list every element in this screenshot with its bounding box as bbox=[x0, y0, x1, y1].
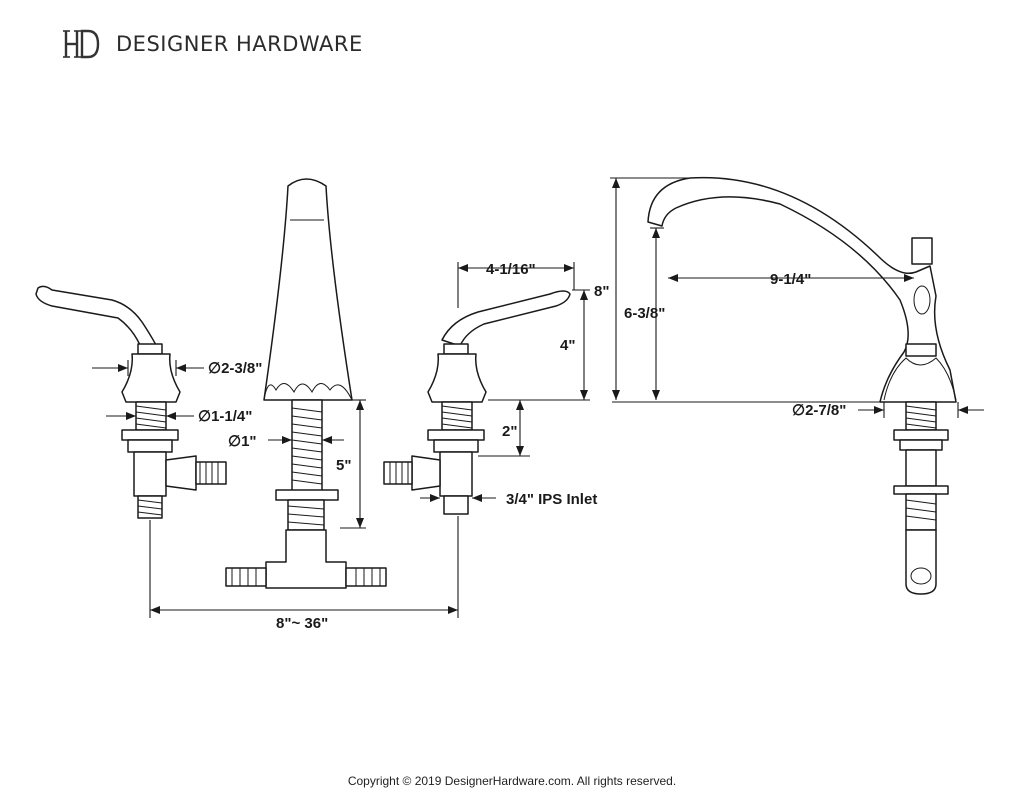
dimension-lines bbox=[92, 177, 984, 618]
dim-shank-length-spout: 5" bbox=[336, 457, 351, 474]
left-handle-base bbox=[121, 353, 181, 403]
side-inlet-elbow bbox=[905, 529, 937, 595]
right-handle-valve bbox=[383, 290, 571, 515]
side-spout-cap bbox=[911, 237, 933, 265]
spout-side-view bbox=[647, 176, 957, 595]
dim-stem-diameter: ∅1-1/4" bbox=[198, 408, 252, 425]
copyright-footer: Copyright © 2019 DesignerHardware.com. A… bbox=[347, 774, 677, 788]
dim-lever-diameter: ∅2-3/8" bbox=[208, 360, 262, 377]
left-handle-valve bbox=[35, 285, 227, 519]
right-side-fitting bbox=[411, 455, 441, 491]
spout-tee-connector bbox=[265, 529, 347, 589]
dim-spout-height-total: 8" bbox=[594, 283, 609, 300]
dim-spout-base-diameter: ∅2-7/8" bbox=[792, 402, 846, 419]
dim-handle-height: 4" bbox=[560, 337, 575, 354]
hd-monogram-icon bbox=[63, 29, 100, 59]
dim-inlet: 3/4" IPS Inlet bbox=[506, 491, 597, 508]
side-threaded-shank bbox=[905, 401, 937, 431]
spout-threaded-shank bbox=[291, 399, 323, 493]
side-spout-arc bbox=[647, 176, 957, 403]
left-lever-handle bbox=[35, 285, 157, 346]
dim-shank-diameter: ∅1" bbox=[228, 433, 257, 450]
dim-spout-reach: 9-1/4" bbox=[770, 271, 811, 288]
center-spout-front bbox=[225, 178, 387, 589]
right-lever-handle bbox=[441, 290, 571, 347]
right-handle-base bbox=[427, 353, 487, 403]
dim-spout-height-outlet: 6-3/8" bbox=[624, 305, 665, 322]
dim-deck-width: 8"~ 36" bbox=[276, 615, 328, 632]
brand-header: DESIGNER HARDWARE bbox=[62, 24, 363, 64]
spout-body bbox=[263, 178, 353, 401]
brand-name: DESIGNER HARDWARE bbox=[116, 32, 363, 56]
dim-shank-length-handle: 2" bbox=[502, 423, 517, 440]
dim-handle-projection: 4-1/16" bbox=[486, 261, 536, 278]
left-side-fitting bbox=[165, 455, 197, 491]
